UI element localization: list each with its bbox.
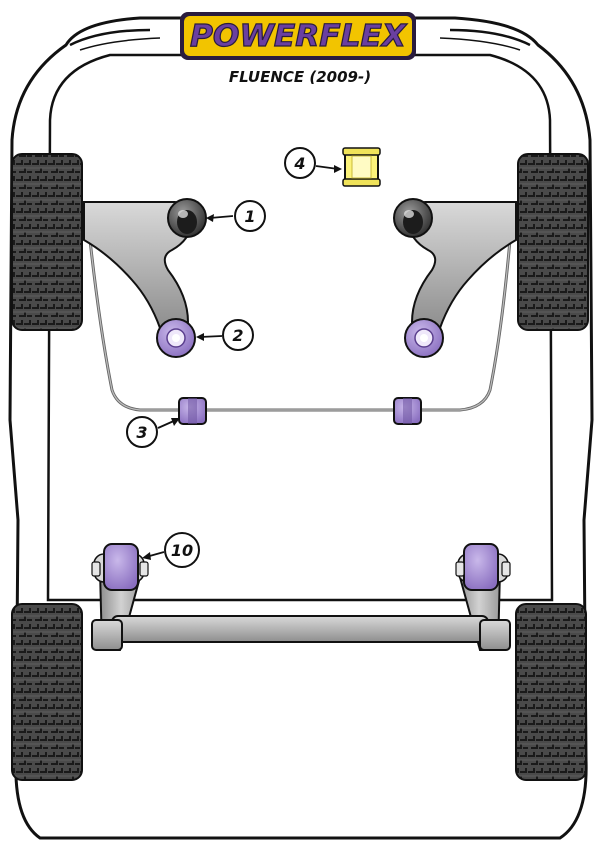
car-body-outline <box>8 16 594 840</box>
callout-1: 1 <box>206 200 266 232</box>
left-shoulder-inner <box>79 37 161 51</box>
right-shoulder <box>449 28 531 47</box>
callout-10: 10 <box>142 532 200 568</box>
callout-2: 2 <box>196 319 254 351</box>
front-left-tyre <box>11 153 83 331</box>
callout-10-label: 10 <box>171 541 193 560</box>
front-wishbone-bush-left <box>167 198 207 238</box>
callout-4: 4 <box>284 147 342 179</box>
left-shoulder <box>69 28 151 47</box>
anti-roll-bar-highlight <box>89 239 511 411</box>
rear-beam-bush-left <box>91 543 149 591</box>
callout-3: 3 <box>126 416 180 448</box>
front-right-tyre <box>517 153 589 331</box>
right-shoulder-inner <box>439 37 521 51</box>
rear-wishbone-bush-right <box>404 318 444 358</box>
model-title: FLUENCE (2009-) <box>229 68 371 86</box>
engine-mount-insert <box>342 147 381 187</box>
rear-left-tyre <box>11 603 83 781</box>
anti-roll-bar-bush-right <box>393 397 422 425</box>
logo-text: POWERFLEX <box>190 19 408 54</box>
callout-4-label: 4 <box>293 154 305 173</box>
front-wishbone-bush-right <box>393 198 433 238</box>
callout-1-label: 1 <box>244 207 255 226</box>
rear-beam-bush-right <box>455 543 511 591</box>
anti-roll-bar-bush-left <box>178 397 207 425</box>
callout-3-label: 3 <box>136 423 147 442</box>
rear-right-tyre <box>515 603 587 781</box>
car-body-inner-line <box>46 53 554 602</box>
rear-wishbone-bush-left <box>156 318 196 358</box>
callout-2-label: 2 <box>232 326 243 345</box>
powerflex-logo: POWERFLEX <box>180 12 416 60</box>
